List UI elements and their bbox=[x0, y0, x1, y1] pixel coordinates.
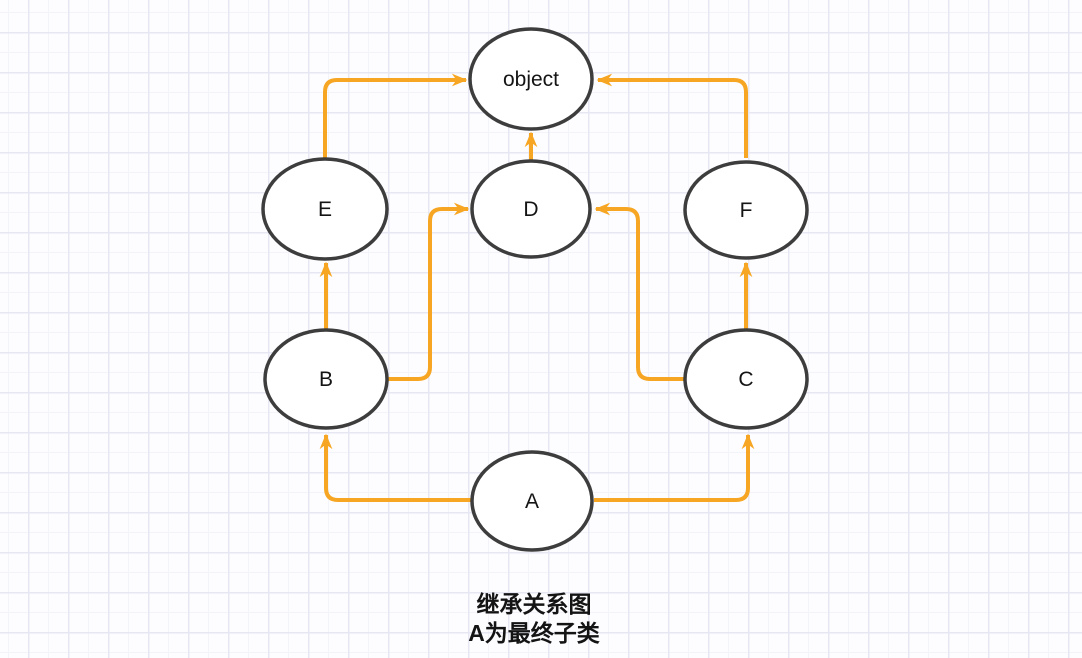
node-A: A bbox=[470, 450, 594, 552]
node-B-label: B bbox=[319, 368, 333, 391]
edge-F-object bbox=[596, 73, 748, 158]
node-D-shape bbox=[470, 159, 592, 259]
node-object-shape bbox=[468, 27, 594, 131]
edge-A-C bbox=[594, 433, 755, 502]
diagram-caption: 继承关系图 A为最终子类 bbox=[468, 590, 600, 648]
node-E-shape bbox=[261, 157, 389, 261]
node-D: D bbox=[470, 159, 592, 259]
node-F-shape bbox=[683, 160, 809, 260]
node-E: E bbox=[261, 157, 389, 261]
node-A-label: A bbox=[525, 490, 539, 513]
node-F: F bbox=[683, 160, 809, 260]
edge-A-B bbox=[319, 433, 472, 502]
caption-line-1: 继承关系图 bbox=[476, 591, 592, 617]
node-C-label: C bbox=[738, 368, 753, 391]
node-C: C bbox=[683, 328, 809, 430]
edge-B-D bbox=[387, 202, 470, 381]
node-F-label: F bbox=[740, 199, 753, 222]
node-B-shape bbox=[263, 328, 389, 430]
node-A-shape bbox=[470, 450, 594, 552]
node-layer: object E D F B C bbox=[261, 27, 809, 552]
node-B: B bbox=[263, 328, 389, 430]
caption-line-2: A为最终子类 bbox=[468, 620, 600, 646]
node-object-label: object bbox=[503, 68, 559, 91]
node-D-label: D bbox=[523, 198, 538, 221]
edge-layer bbox=[319, 73, 755, 502]
node-C-shape bbox=[683, 328, 809, 430]
node-E-label: E bbox=[318, 198, 332, 221]
edge-C-D bbox=[594, 202, 685, 381]
node-object: object bbox=[468, 27, 594, 131]
edge-E-object bbox=[323, 73, 468, 159]
